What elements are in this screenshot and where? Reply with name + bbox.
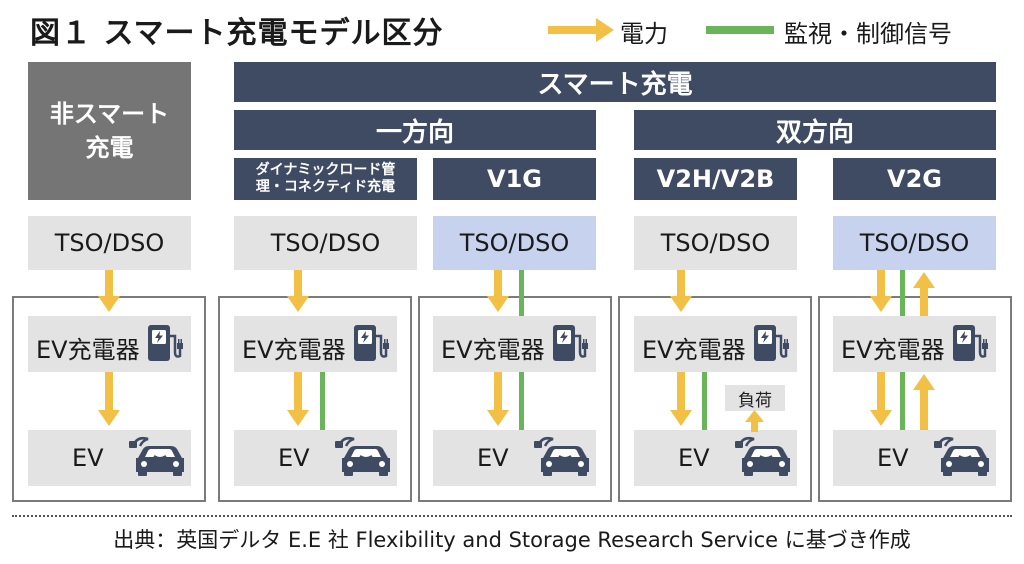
header-bidirectional: 双方向 <box>634 110 996 150</box>
car-icon <box>932 436 991 478</box>
legend-signal-label: 監視・制御信号 <box>784 20 952 48</box>
signal-line-icon <box>706 26 774 34</box>
car-icon <box>127 436 186 478</box>
header-dynamic-load: ダイナミックロード管理・コネクティド充電 <box>234 158 417 200</box>
arrows-v2g <box>870 270 935 430</box>
ev-label: EV <box>477 444 509 472</box>
charger-icon <box>551 323 590 363</box>
page-title: 図１ スマート充電モデル区分 <box>30 16 444 51</box>
tso-dso-box: TSO/DSO <box>234 216 417 270</box>
charger-icon <box>951 323 990 363</box>
arrow-right-icon <box>548 18 614 42</box>
divider <box>12 515 1012 517</box>
charger-icon <box>352 323 391 363</box>
charger-label: EV充電器 <box>36 336 140 364</box>
power-arrows-non-smart <box>98 270 120 426</box>
ev-label: EV <box>877 444 909 472</box>
arrows-v2h-v2b <box>670 270 764 432</box>
source-note: 出典：英国デルタ E.E 社 Flexibility and Storage R… <box>113 528 911 552</box>
legend-power-label: 電力 <box>620 20 668 48</box>
ev-label: EV <box>678 444 710 472</box>
tso-dso-box: TSO/DSO <box>833 216 996 270</box>
ev-label: EV <box>278 444 310 472</box>
charger-label: EV充電器 <box>642 336 746 364</box>
arrows-dynamic <box>287 270 325 430</box>
header-v2h-v2b: V2H/V2B <box>634 158 797 200</box>
charger-label: EV充電器 <box>242 336 346 364</box>
charger-icon <box>752 323 791 363</box>
charger-label: EV充電器 <box>441 336 545 364</box>
tso-dso-box: TSO/DSO <box>28 216 191 270</box>
charger-label: EV充電器 <box>841 336 945 364</box>
header-smart: スマート充電 <box>234 62 996 102</box>
header-non-smart: 非スマート充電 <box>28 62 191 200</box>
ev-label: EV <box>72 444 104 472</box>
tso-dso-box: TSO/DSO <box>433 216 596 270</box>
arrows-v1g <box>487 270 524 430</box>
header-v1g: V1G <box>433 158 596 200</box>
car-icon <box>733 436 792 478</box>
charger-icon <box>146 323 185 363</box>
load-box: 負荷 <box>725 385 785 411</box>
header-v2g: V2G <box>833 158 996 200</box>
tso-dso-box: TSO/DSO <box>634 216 797 270</box>
car-icon <box>333 436 392 478</box>
header-unidirectional: 一方向 <box>234 110 596 150</box>
car-icon <box>532 436 591 478</box>
